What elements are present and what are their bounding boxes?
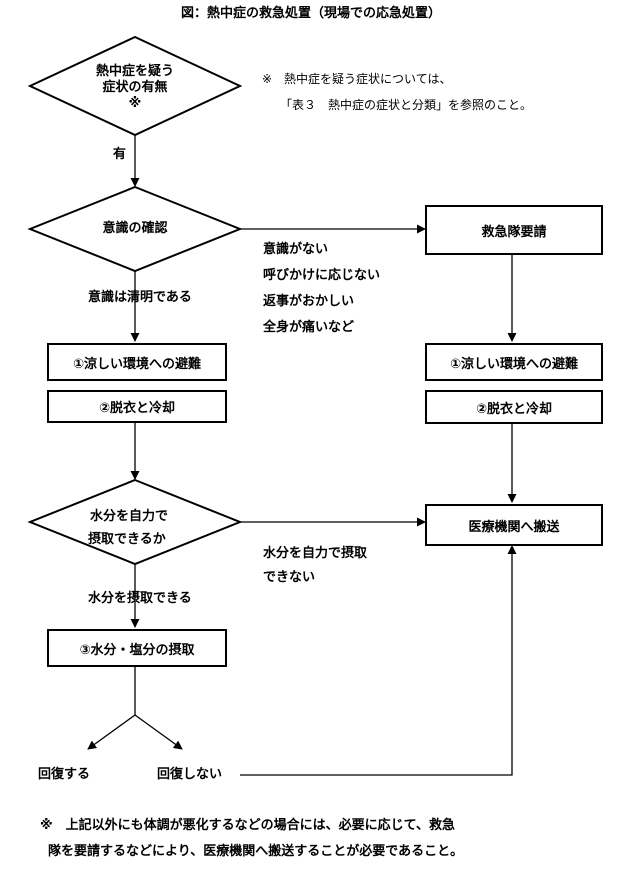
page-title: 図：熱中症の救急処置（現場での応急処置） xyxy=(180,6,441,21)
decision-consciousness: 意識の確認 xyxy=(102,221,168,236)
note-line2: 「表３ 熱中症の症状と分類」を参照のこと。 xyxy=(280,98,533,112)
decision-drinking-line1: 水分を自力で xyxy=(90,509,169,524)
label-cannot-drink-2: できない xyxy=(263,570,316,585)
left-evacuate-box: ①涼しい環境への避難 xyxy=(47,343,227,381)
label-recovers: 回復する xyxy=(38,767,91,782)
left-cooling-box: ②脱衣と冷却 xyxy=(47,390,227,423)
label-yes: 有 xyxy=(113,147,127,162)
right-evacuate-box: ①涼しい環境への避難 xyxy=(425,343,603,381)
decision-symptoms-line2: 症状の有無 xyxy=(102,80,168,95)
label-can-drink: 水分を摂取できる xyxy=(88,591,192,606)
label-unconscious-1: 意識がない xyxy=(263,242,329,257)
label-not-recovering: 回復しない xyxy=(157,767,223,782)
label-unconscious-4: 全身が痛いなど xyxy=(263,320,355,335)
decision-symptoms-note-mark: ※ xyxy=(128,96,142,111)
right-cooling-box: ②脱衣と冷却 xyxy=(425,390,603,424)
arrow-to-not-recovering xyxy=(134,714,183,750)
footer-note-line2: 隊を要請するなどにより、医療機関へ搬送することが必要であること。 xyxy=(48,844,464,859)
label-unconscious-3: 返事がおかしい xyxy=(263,294,355,309)
decision-drinking-line2: 摂取できるか xyxy=(88,532,166,547)
arrow-not-recovering-to-hospital xyxy=(240,545,517,776)
label-unconscious-2: 呼びかけに応じない xyxy=(263,268,381,283)
label-conscious-clear: 意識は清明である xyxy=(88,290,192,305)
footer-note-line1: ※ 上記以外にも体調が悪化するなどの場合には、必要に応じて、救急 xyxy=(40,818,455,833)
intake-box: ③水分・塩分の摂取 xyxy=(47,629,227,667)
arrow-to-recovers xyxy=(87,714,136,750)
label-cannot-drink-1: 水分を自力で摂取 xyxy=(263,546,368,561)
note-line1: ※ 熱中症を疑う症状については、 xyxy=(262,72,452,86)
decision-symptoms-line1: 熱中症を疑う xyxy=(95,64,174,79)
ambulance-box: 救急隊要請 xyxy=(425,205,603,255)
hospital-box: 医療機関へ搬送 xyxy=(425,504,603,546)
